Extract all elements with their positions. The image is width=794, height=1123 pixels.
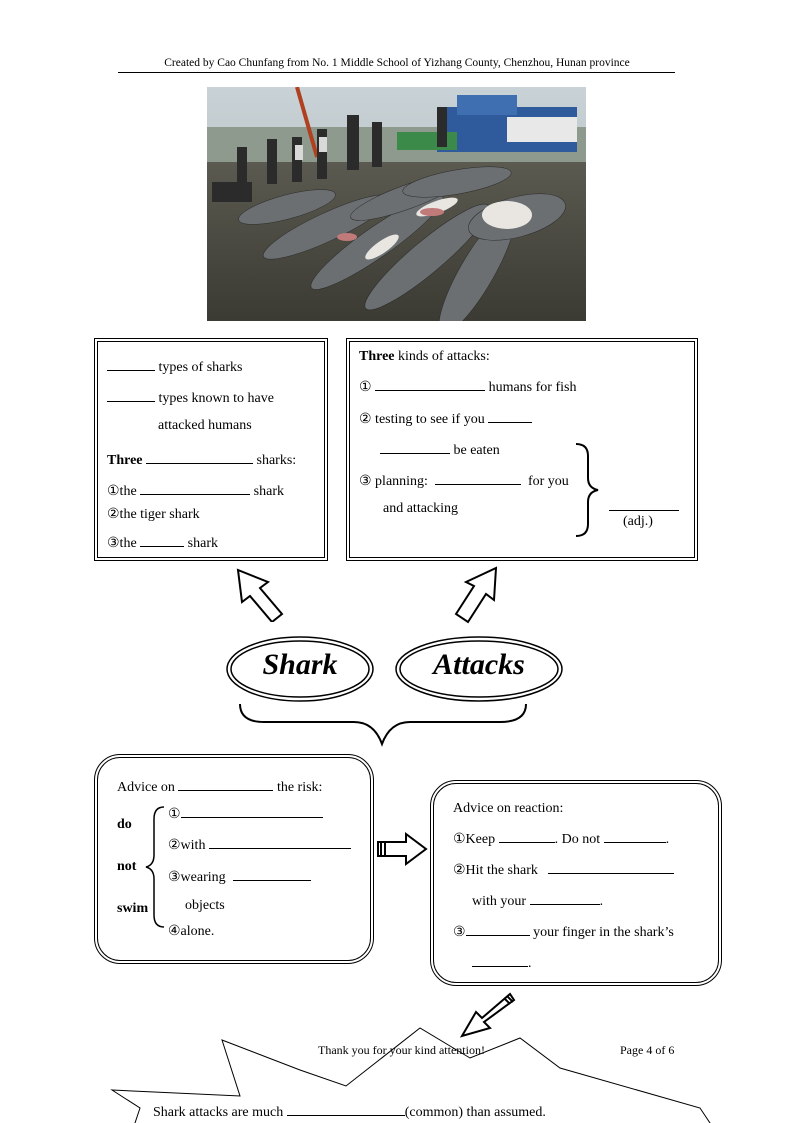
blank[interactable]: [529, 890, 600, 905]
risk-item-2: ②with: [168, 834, 351, 854]
reaction-item-1: ①Keep . Do not .: [453, 828, 669, 848]
blank[interactable]: [178, 776, 274, 791]
arrow-right-icon: [377, 832, 428, 866]
blank[interactable]: [375, 376, 486, 391]
risk-item-3: ③wearing: [168, 866, 311, 886]
blank[interactable]: [498, 828, 555, 843]
down-brace: [239, 703, 527, 747]
adj-label: (adj.): [623, 514, 653, 529]
blank[interactable]: [465, 921, 530, 936]
header-rule: [118, 72, 675, 73]
shark-catch-photo: [207, 87, 586, 321]
shark-types-box: [94, 338, 328, 561]
shark-title-oval: [226, 636, 374, 702]
reduce-risk-box: [94, 754, 374, 964]
blank[interactable]: [488, 408, 533, 423]
reaction-item-2b: with your .: [472, 890, 603, 910]
reaction-title: Advice on reaction:: [453, 801, 564, 816]
types-known-line: types known to have: [107, 387, 274, 407]
blank[interactable]: [107, 387, 155, 402]
reduce-risk-box-inner: [97, 757, 371, 961]
blank[interactable]: [472, 952, 528, 967]
shark-item-2: ②the tiger shark: [107, 507, 200, 522]
blank[interactable]: [286, 1101, 405, 1116]
attacks-title: Attacks: [433, 648, 525, 681]
blank[interactable]: [380, 439, 450, 454]
shark-types-box-inner: [97, 341, 325, 558]
risk-title: Advice on the risk:: [117, 776, 322, 796]
blank[interactable]: [208, 834, 351, 849]
attack-item-3b: and attacking: [383, 501, 459, 516]
thanks-text: Thank you for your kind attention!: [318, 1043, 485, 1057]
reaction-box: [430, 780, 722, 986]
blank[interactable]: [548, 859, 675, 874]
not-label: not: [117, 859, 137, 874]
shark-title: Shark: [262, 648, 338, 681]
swim-label: swim: [117, 901, 149, 916]
attacked-humans-line: attacked humans: [158, 418, 252, 433]
blank[interactable]: [107, 356, 155, 371]
risk-item-1: ①: [168, 803, 323, 823]
page-header: Created by Cao Chunfang from No. 1 Middl…: [164, 57, 630, 69]
blank[interactable]: [180, 803, 323, 818]
blank[interactable]: [140, 532, 185, 547]
shark-item-3: ③the shark: [107, 532, 218, 552]
blank[interactable]: [603, 828, 666, 843]
do-not-swim-brace: [145, 806, 165, 928]
do-label: do: [117, 817, 132, 832]
three-sharks-line: Three sharks:: [107, 449, 296, 469]
attack-item-2b: be eaten: [380, 439, 500, 459]
attack-kinds-box: [346, 338, 698, 561]
attacks-title-oval: [395, 636, 563, 702]
curly-brace: [575, 443, 599, 537]
shark-item-1: ①the shark: [107, 480, 284, 500]
arrow-up-right-icon: [454, 566, 498, 624]
reaction-item-3: ③ your finger in the shark’s: [453, 921, 674, 941]
attack-item-2: ② testing to see if you: [359, 408, 533, 428]
reaction-item-3b: .: [472, 952, 532, 972]
arrow-up-left-icon: [236, 568, 284, 622]
blank[interactable]: [434, 470, 521, 485]
blank[interactable]: [140, 480, 251, 495]
reaction-item-2: ②Hit the shark: [453, 859, 675, 879]
blank[interactable]: [146, 449, 254, 464]
risk-item-4: ④alone.: [168, 924, 215, 939]
arrow-down-left-icon: [459, 992, 516, 1038]
page-number: Page 4 of 6: [620, 1043, 675, 1057]
risk-item-3b: objects: [185, 898, 225, 913]
bottom-sentence: Shark attacks are much (common) than ass…: [153, 1101, 546, 1121]
attack-item-3: ③ planning: for you: [359, 470, 569, 490]
blank[interactable]: [232, 866, 311, 881]
attack-item-1: ① humans for fish: [359, 376, 576, 396]
types-of-sharks-line: types of sharks: [107, 356, 243, 376]
blank[interactable]: [609, 496, 679, 511]
attack-kinds-title: Three kinds of attacks:: [359, 349, 490, 364]
explosion-shape: [110, 1027, 711, 1123]
reaction-box-inner: [433, 783, 719, 983]
attack-kinds-box-inner: [349, 341, 695, 558]
